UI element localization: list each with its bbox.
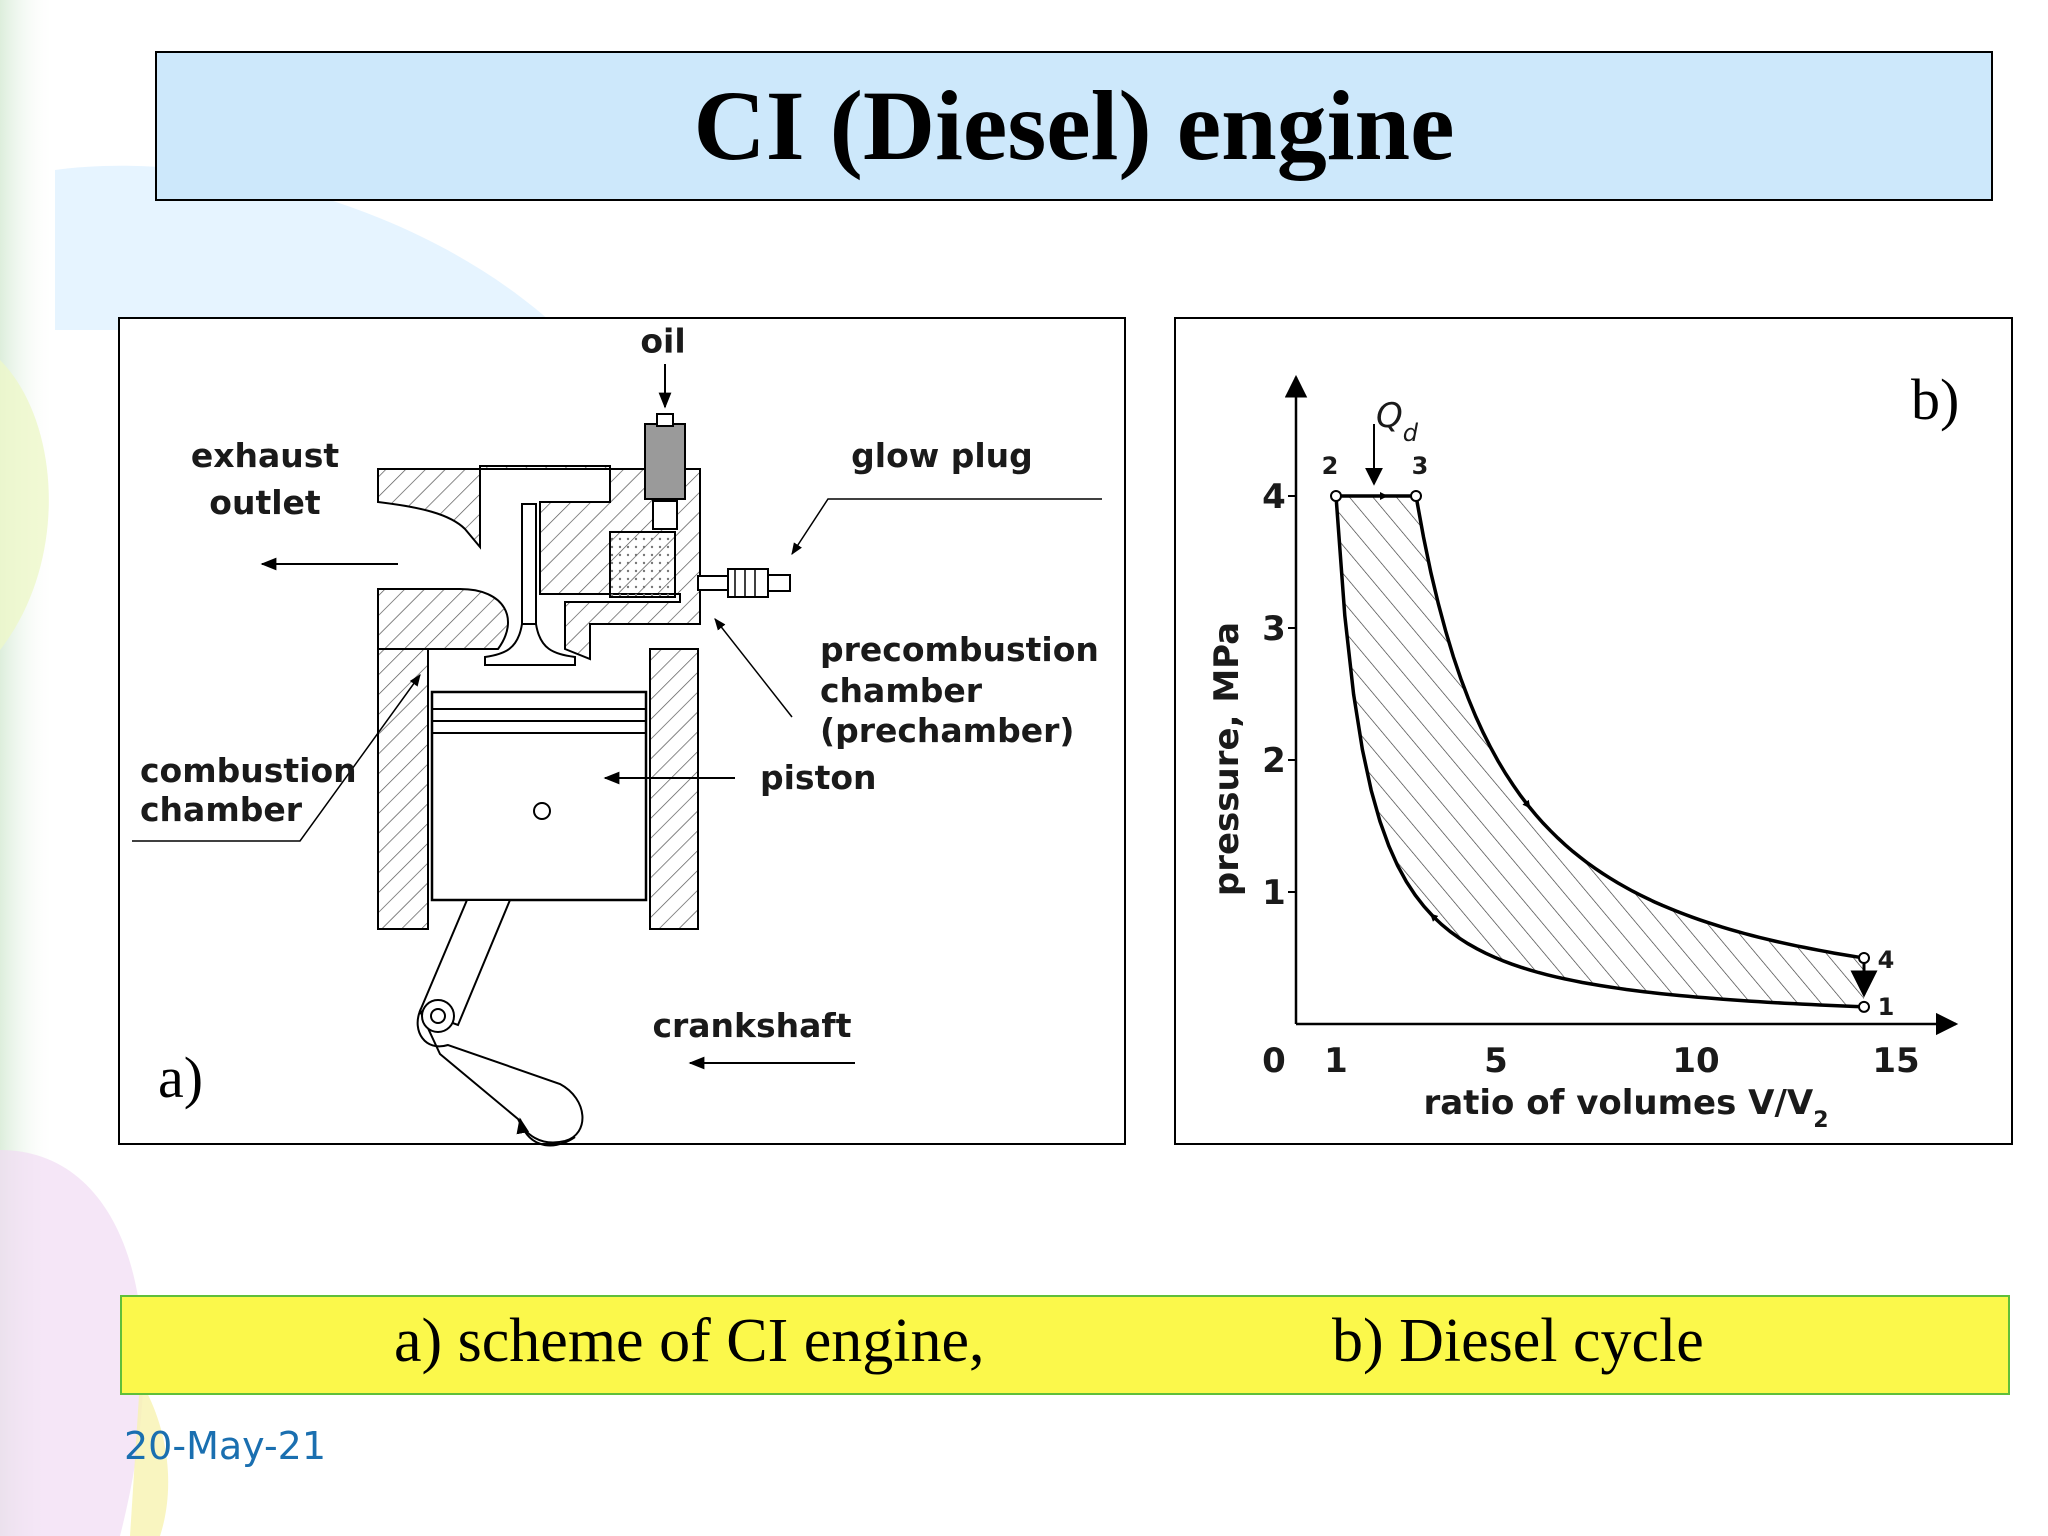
x-tick-label: 10 [1672,1041,1719,1081]
x-axis-label: ratio of volumes V/V2 [1423,1083,1828,1133]
label-combustion-1: combustion [140,751,357,790]
label-exhaust-2: outlet [209,483,321,522]
label-oil: oil [640,322,685,361]
label-precombustion-3: (prechamber) [820,711,1074,750]
piston-body [430,690,648,902]
y-tick-label: 1 [1262,873,1286,913]
title-banner: CI (Diesel) engine [155,51,1993,201]
exhaust-valve [484,503,576,666]
engine-scheme-diagram: oil exhaust outlet glow plug precombusti… [132,319,1102,1147]
y-tick-label: 4 [1262,477,1286,517]
heat-label: Qd [1376,396,1419,447]
x-tick-label: 1 [1324,1041,1348,1081]
label-crankshaft: crankshaft [652,1006,851,1045]
panel-label-b: b) [1911,367,1959,432]
slide-date: 20-May-21 [124,1424,327,1468]
y-tick-label: 3 [1262,609,1286,649]
label-glow-plug: glow plug [851,436,1033,475]
exhaust-port [377,588,509,650]
slide-title: CI (Diesel) engine [693,70,1455,181]
y-tick-label: 2 [1262,741,1286,781]
caption-banner: a) scheme of CI engine, b) Diesel cycle [120,1295,2010,1395]
expansion-curve [1414,495,1865,960]
state-point-1 [1858,1000,1870,1013]
engine-scheme-panel: oil exhaust outlet glow plug precombusti… [118,317,1126,1147]
state-label-3: 3 [1412,452,1429,480]
x-tick-label: 15 [1872,1041,1919,1081]
label-precombustion-2: chamber [820,671,983,710]
state-label-4: 4 [1878,946,1895,974]
label-precombustion-1: precombustion [820,630,1099,669]
cycle-curves: 1 2 3 4 [1322,424,1895,1021]
cylinder-head [377,465,701,661]
x-axis-label-sub: 2 [1813,1108,1828,1133]
compression-direction-arrow [1429,913,1442,925]
state-point-2 [1330,490,1342,502]
caption-part-a: a) scheme of CI engine, [394,1307,985,1375]
cylinder-wall-right [649,648,699,930]
prechamber [609,531,676,598]
label-exhaust-1: exhaust [191,436,340,475]
compression-curve [1334,495,1865,1009]
cylinder-wall-left [377,648,429,930]
caption-part-b: b) Diesel cycle [1332,1307,1704,1375]
heat-label-sub: d [1403,419,1419,447]
x-tick-label: 5 [1484,1041,1508,1081]
glow-plug [697,568,791,598]
heat-label-main: Q [1376,396,1403,436]
injector [644,423,686,500]
state-point-3 [1410,490,1422,502]
state-label-2: 2 [1322,452,1339,480]
connecting-rod [416,899,584,1147]
label-piston: piston [760,758,877,797]
expansion-direction-arrow [1520,795,1531,809]
label-combustion-2: chamber [140,790,303,829]
x-axis-label-main: ratio of volumes V/V [1423,1083,1813,1123]
panel-label-a: a) [158,1045,203,1110]
y-axis-label: pressure, MPa [1207,622,1247,896]
state-label-1: 1 [1878,993,1895,1021]
state-point-4 [1858,952,1870,964]
work-area [1336,496,1864,1007]
x-tick-label: 0 [1262,1041,1286,1081]
